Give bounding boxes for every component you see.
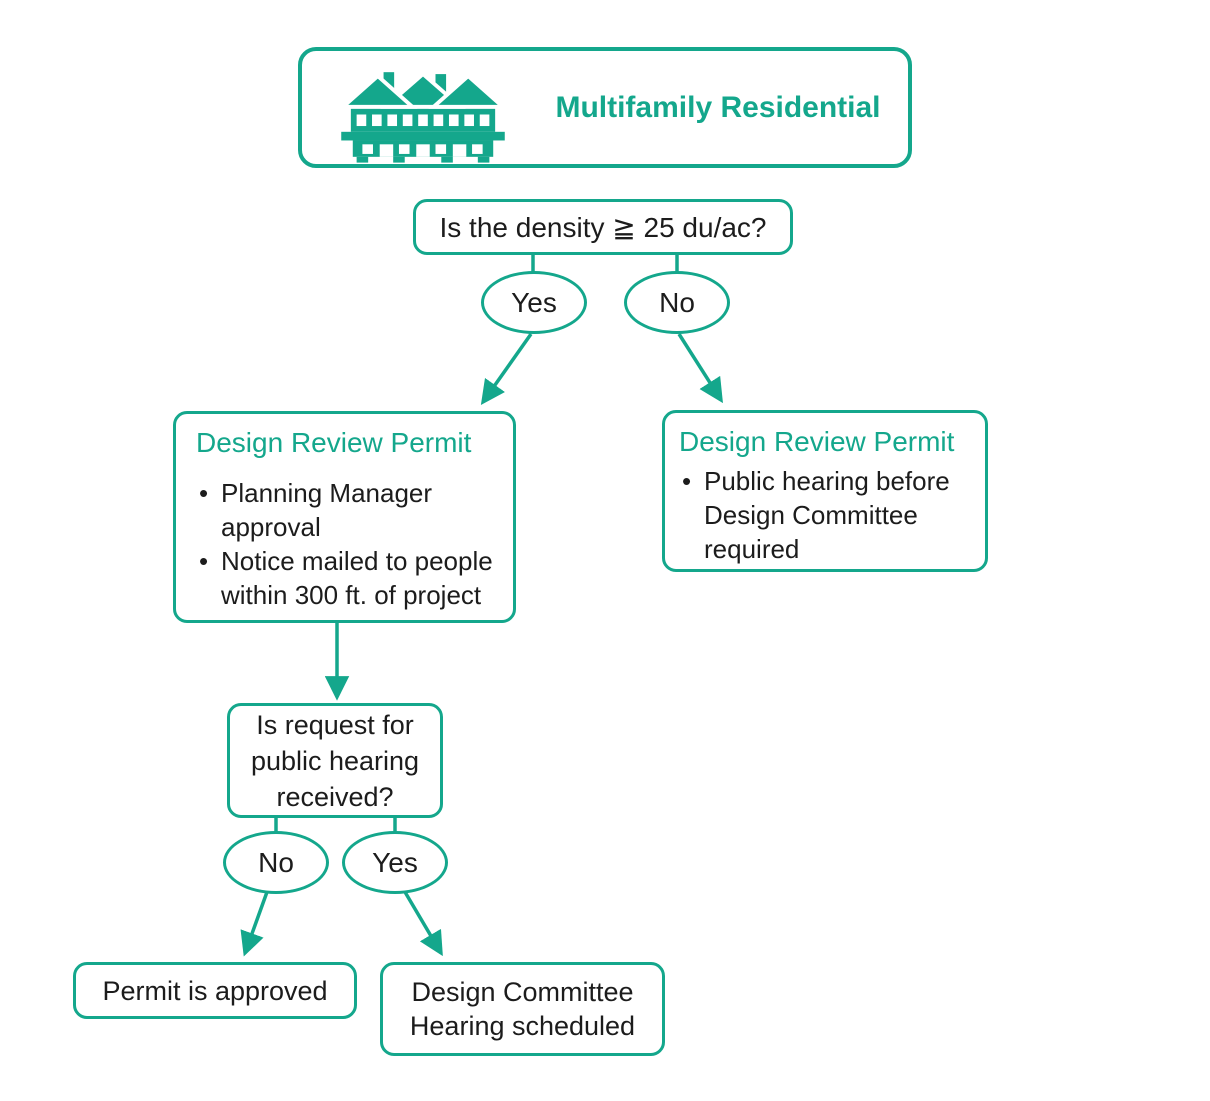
design-committee-hearing-label: Design Committee Hearing scheduled bbox=[409, 977, 636, 1041]
density-question-text: Is the density ≧ 25 du/ac? bbox=[439, 211, 767, 243]
hearing-no-ellipse: No bbox=[223, 831, 329, 894]
density-yes-label: Yes bbox=[511, 286, 557, 318]
density-no-ellipse: No bbox=[624, 271, 730, 334]
density-yes-ellipse: Yes bbox=[481, 271, 587, 334]
arrow-no-to-approved bbox=[240, 891, 269, 957]
density-question-box: Is the density ≧ 25 du/ac? bbox=[413, 199, 793, 255]
arrow-yes-to-permit-high bbox=[480, 332, 533, 406]
permit-approved-label: Permit is approved bbox=[102, 975, 328, 1006]
multifamily-building-icon bbox=[322, 65, 524, 164]
bullet-item: Public hearing before Design Committee r… bbox=[679, 464, 977, 566]
design-committee-hearing-box: Design Committee Hearing scheduled bbox=[380, 962, 665, 1056]
arrow-yes-to-scheduled bbox=[403, 891, 443, 957]
design-review-permit-high-density-box: Design Review Permit Planning Manager ap… bbox=[173, 411, 516, 623]
hearing-request-question-text: Is request for public hearing received? bbox=[250, 709, 420, 812]
bullet-item: Notice mailed to people within 300 ft. o… bbox=[196, 544, 501, 612]
permit-high-title: Design Review Permit bbox=[196, 427, 472, 458]
density-no-label: No bbox=[659, 286, 695, 318]
hearing-request-question-box: Is request for public hearing received? bbox=[227, 703, 443, 818]
permit-low-bullet-list: Public hearing before Design Committee r… bbox=[679, 464, 977, 566]
hearing-no-label: No bbox=[258, 846, 294, 878]
arrow-no-to-permit-low bbox=[677, 333, 723, 404]
hearing-yes-label: Yes bbox=[372, 846, 418, 878]
bullet-item: Planning Manager approval bbox=[196, 476, 501, 544]
permit-approved-box: Permit is approved bbox=[73, 962, 357, 1019]
permit-high-bullet-list: Planning Manager approval Notice mailed … bbox=[196, 476, 501, 612]
header-box: Multifamily Residential bbox=[298, 47, 912, 168]
header-title: Multifamily Residential bbox=[555, 90, 881, 124]
design-review-permit-low-density-box: Design Review Permit Public hearing befo… bbox=[662, 410, 988, 572]
permit-low-title: Design Review Permit bbox=[679, 426, 955, 457]
hearing-yes-ellipse: Yes bbox=[342, 831, 448, 894]
